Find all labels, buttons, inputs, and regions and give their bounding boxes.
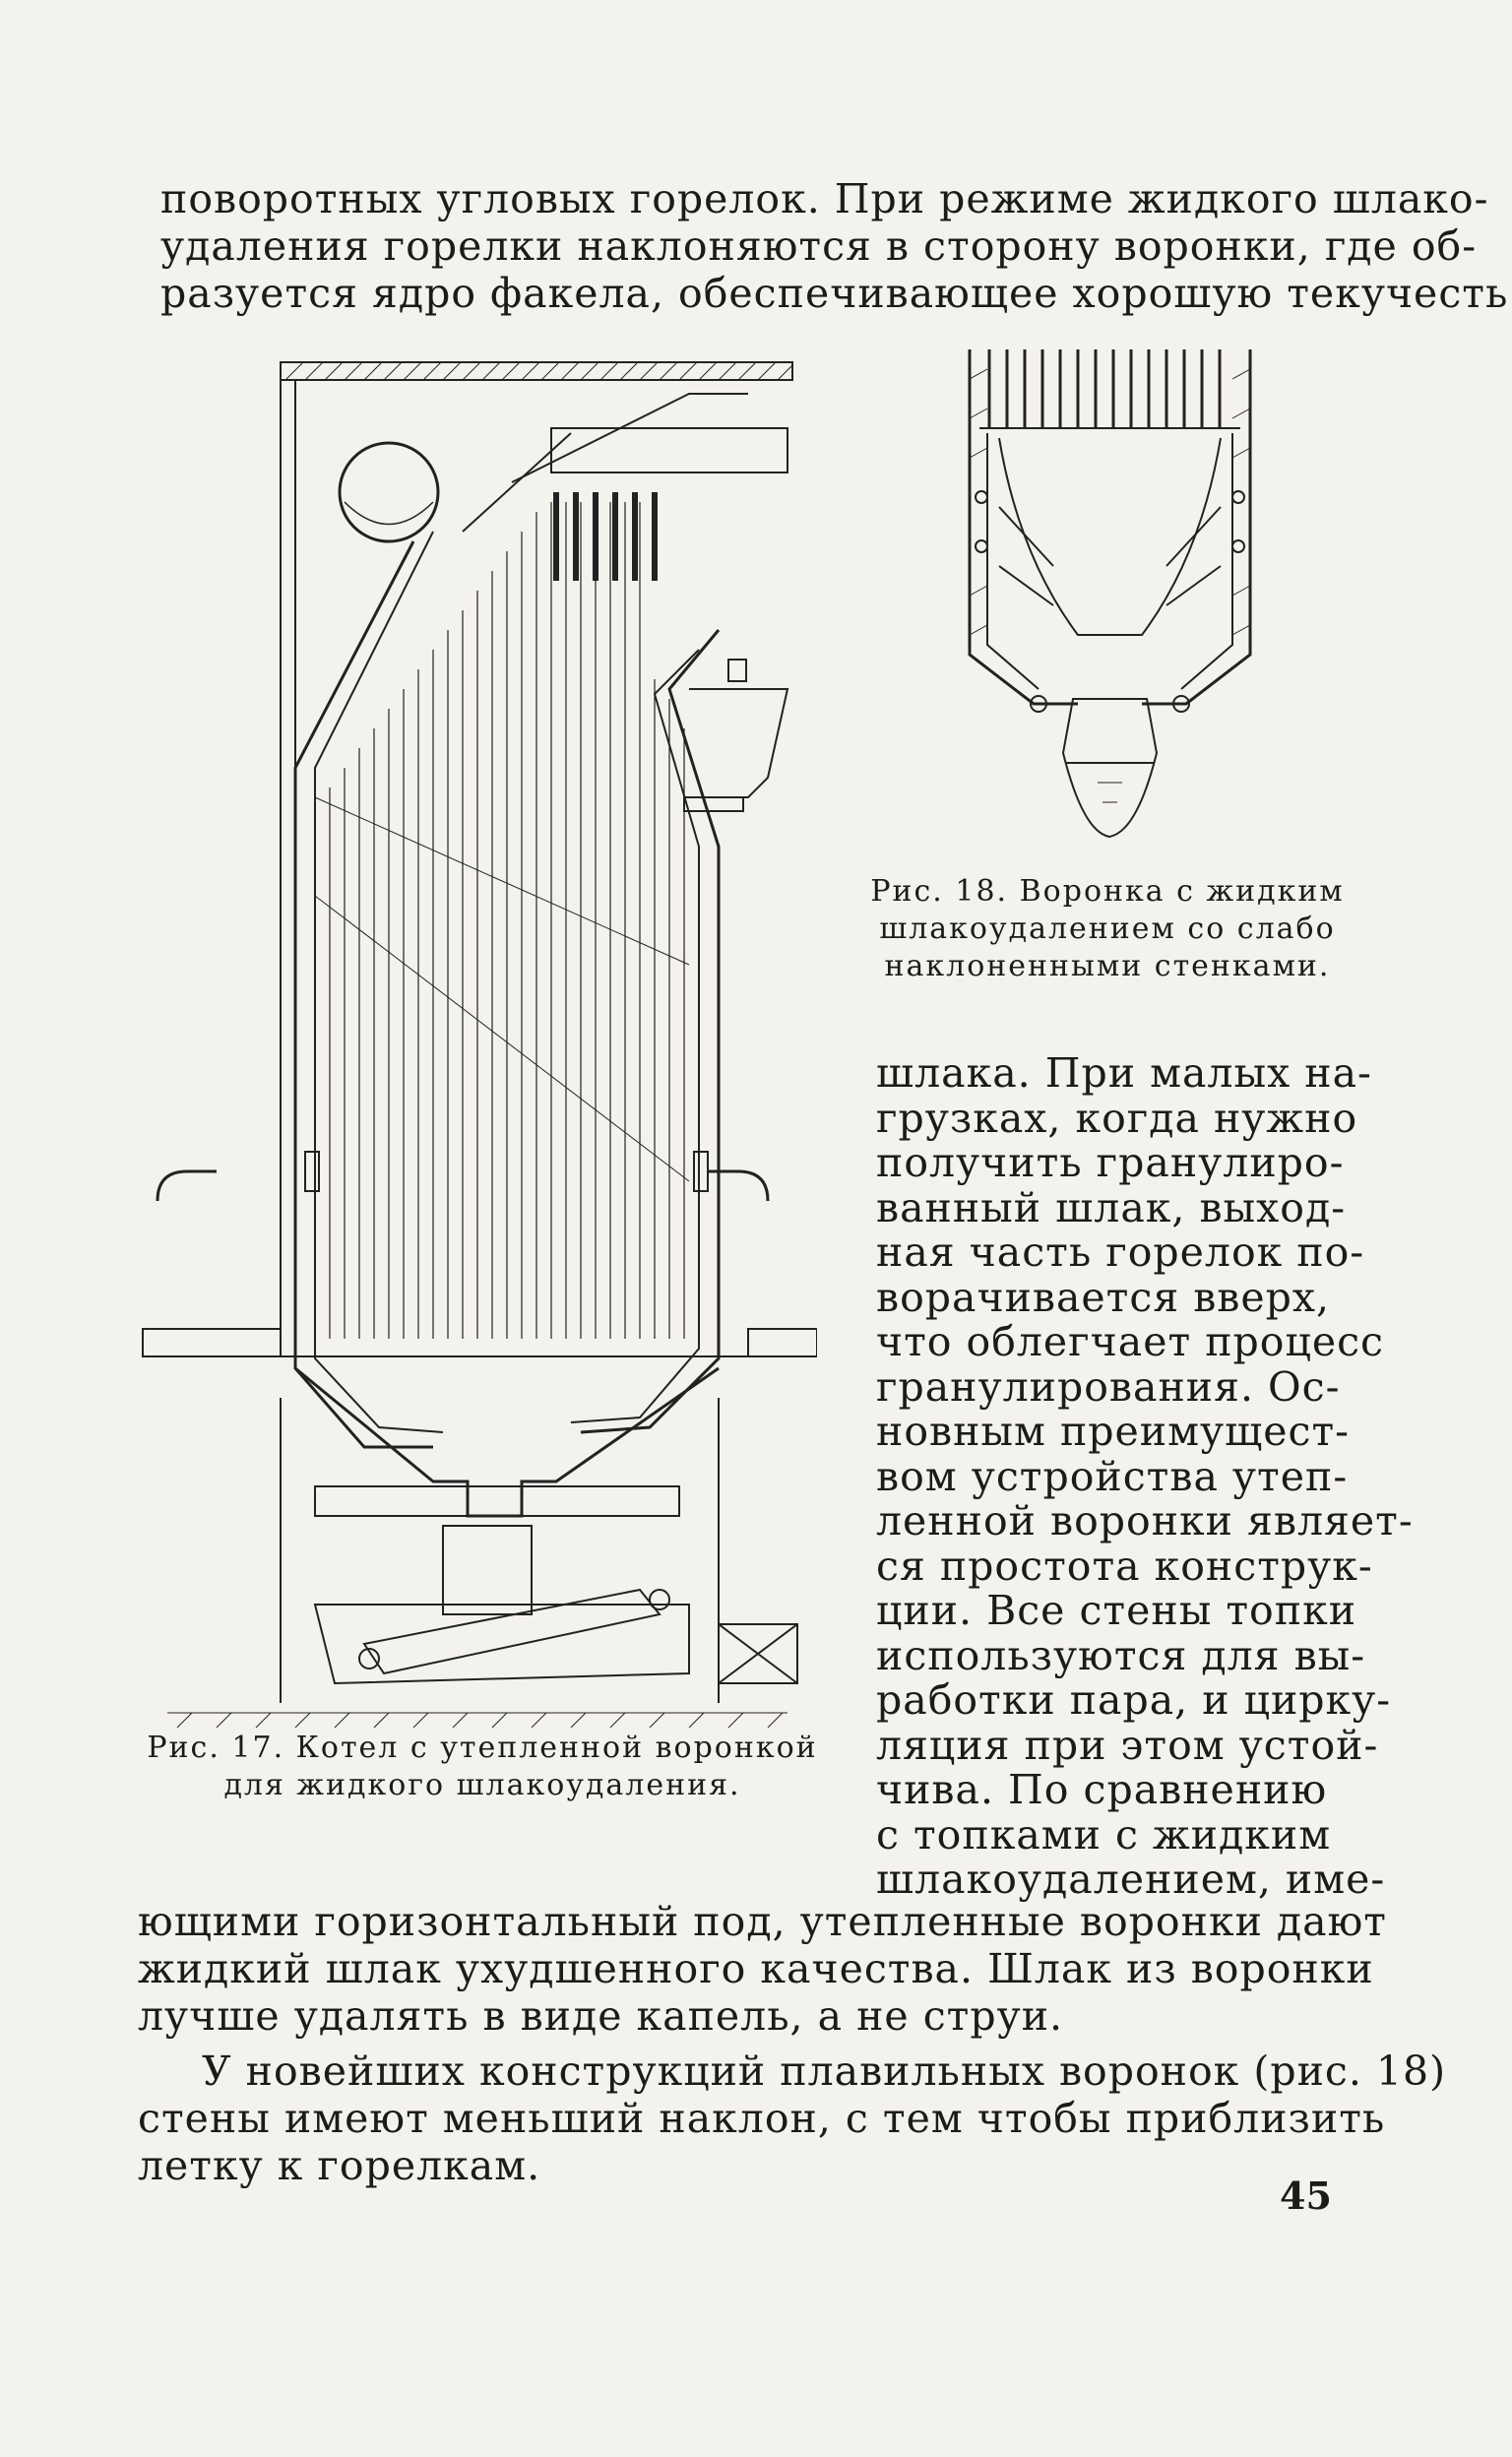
figure-18-caption-line-2: шлакоудалением со слабо <box>879 912 1336 946</box>
figure-18-caption-line-1: Рис. 18. Воронка с жидким <box>870 874 1345 909</box>
text-line: поворотных угловых горелок. При режиме ж… <box>160 175 1489 222</box>
column-text-line: ленной воронки являет- <box>876 1497 1414 1544</box>
text-line: разуется ядро факела, обеспечивающее хор… <box>160 270 1509 317</box>
column-text-line: вом устройства утеп- <box>876 1452 1349 1500</box>
column-text-line: ворачивается вверх, <box>876 1273 1331 1321</box>
column-text-line: грузках, когда нужно <box>876 1094 1358 1142</box>
column-text-line: работки пара, и цирку- <box>876 1676 1392 1724</box>
column-text-line: ванный шлак, выход- <box>876 1183 1347 1231</box>
funnel-diagram-figure-18 <box>960 340 1260 851</box>
column-text-line: используются для вы- <box>876 1631 1366 1679</box>
text-line: летку к горелкам. <box>138 2142 541 2189</box>
text-line: жидкий шлак ухудшенного качества. Шлак и… <box>138 1945 1374 1992</box>
figure-17-caption-line-2: для жидкого шлакоудаления. <box>223 1768 741 1802</box>
column-text-line: что облегчает процесс <box>876 1318 1385 1365</box>
column-text-line: с топками с жидким <box>876 1810 1332 1858</box>
column-text-line: ная часть горелок по- <box>876 1228 1365 1276</box>
figure-18-caption-line-3: наклоненными стенками. <box>884 949 1331 983</box>
column-text-line: шлака. При малых на- <box>876 1049 1372 1097</box>
page-number: 45 <box>1280 2174 1332 2218</box>
boiler-diagram-figure-17 <box>138 335 817 1732</box>
text-line: стены имеют меньший наклон, с тем чтобы … <box>138 2095 1386 2142</box>
figure-17-caption-line-1: Рис. 17. Котел с утепленной воронкой <box>147 1731 818 1765</box>
column-text-line: гранулирования. Ос- <box>876 1362 1341 1411</box>
column-text-line: новным преимущест- <box>876 1408 1351 1455</box>
text-line: У новейших конструкций плавильных вороно… <box>202 2048 1447 2095</box>
text-line: ющими горизонтальный под, утепленные вор… <box>138 1898 1387 1945</box>
column-text-line: ляция при этом устой- <box>876 1721 1379 1769</box>
column-text-line: чива. По сравнению <box>876 1766 1328 1813</box>
column-text-line: получить гранулиро- <box>876 1139 1345 1186</box>
column-text-line: шлакоудалением, име- <box>876 1856 1386 1903</box>
text-line: удаления горелки наклоняются в сторону в… <box>160 222 1478 270</box>
text-line: лучше удалять в виде капель, а не струи. <box>138 1992 1064 2040</box>
column-text-line: ции. Все стены топки <box>876 1587 1357 1634</box>
column-text-line: ся простота конструк- <box>876 1542 1373 1590</box>
